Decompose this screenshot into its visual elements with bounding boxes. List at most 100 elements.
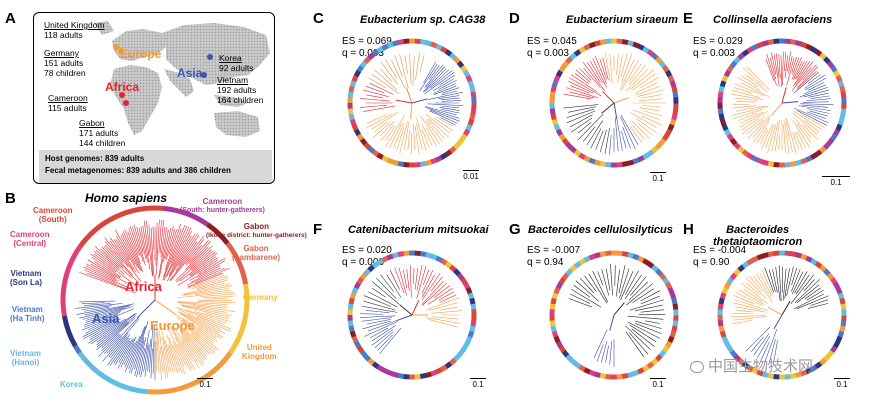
tree-stem — [602, 103, 614, 113]
sample-ring-segment — [585, 46, 591, 49]
tree-branch — [360, 105, 387, 107]
sample-ring-segment — [455, 270, 459, 274]
sample-ring-segment — [672, 293, 674, 299]
sample-ring-segment — [365, 270, 369, 274]
tree-branch — [413, 268, 414, 284]
label-gabon-lambarene: Gabon (Lambarene) — [232, 244, 280, 262]
sample-ring-segment — [622, 254, 628, 255]
sample-ring-segment — [829, 274, 833, 279]
tree-branch — [642, 105, 661, 107]
sample-ring-segment — [436, 258, 442, 261]
tree-branch — [153, 326, 154, 373]
scale-value: 0.1 — [822, 178, 850, 187]
sample-ring-segment — [842, 326, 843, 332]
tree-branch — [375, 332, 393, 348]
tree-branch — [442, 106, 459, 108]
sample-ring-segment — [743, 151, 748, 155]
sample-ring-segment — [404, 41, 410, 42]
tree-branch — [105, 245, 132, 275]
sample-ring-segment — [561, 278, 564, 283]
tree-branch — [797, 296, 828, 309]
tree-stem — [155, 300, 176, 314]
sample-ring-segment — [784, 376, 790, 377]
tree-stem — [768, 307, 782, 315]
sample-ring-segment — [605, 164, 611, 165]
tree-branch — [167, 335, 180, 372]
sample-ring-segment — [459, 274, 463, 279]
tree-stem — [406, 88, 412, 103]
sample-ring-segment — [840, 331, 842, 337]
tree-branch — [390, 270, 400, 290]
sample-ring-segment — [643, 260, 648, 263]
region-label-africa: Africa — [105, 80, 139, 94]
tree-stem — [400, 305, 412, 315]
sample-ring-segment — [720, 303, 721, 309]
tree-stem — [412, 99, 428, 103]
tree-branch — [82, 303, 105, 304]
tree-stem — [782, 87, 786, 103]
tree-branch — [368, 320, 397, 331]
sample-ring-segment — [468, 125, 470, 131]
sample-ring-segment — [450, 360, 455, 364]
tree-e — [716, 28, 848, 178]
label-vietnam-hanoi: Vietnam (Hanoi) — [10, 349, 41, 367]
sample-ring-segment — [768, 41, 774, 42]
sample-ring-segment — [835, 342, 838, 347]
panel-f-title: Catenibacterium mitsuokai — [348, 224, 489, 236]
sample-ring-segment — [361, 351, 365, 356]
sample-ring-segment — [773, 376, 779, 377]
tree-f — [346, 240, 478, 390]
sample-ring-segment — [758, 44, 764, 46]
tree-branch — [440, 307, 457, 310]
sample-ring-segment — [352, 119, 354, 125]
site-place: Cameroon — [48, 93, 88, 103]
sample-ring-segment — [816, 51, 821, 55]
tree-branch — [618, 55, 623, 82]
sample-ring-segment — [575, 151, 580, 155]
label-line: Kingdom — [242, 352, 277, 361]
sample-ring-segment — [743, 263, 748, 267]
sample-ring-segment — [825, 270, 829, 274]
sample-ring-segment — [553, 113, 554, 119]
scale-line — [463, 170, 479, 171]
tree-branch — [808, 303, 828, 308]
tree-branch — [803, 102, 829, 103]
sample-ring-segment — [600, 41, 606, 42]
sample-ring-segment — [768, 253, 774, 254]
sample-ring-segment — [571, 359, 576, 363]
sample-ring-segment — [657, 58, 661, 62]
sample-ring-segment — [473, 321, 474, 327]
panel-letter-h: H — [683, 221, 694, 238]
sample-ring-segment — [643, 48, 648, 51]
sample-ring-segment — [840, 81, 842, 87]
sample-ring-segment — [351, 325, 352, 331]
sample-ring-segment — [838, 125, 840, 131]
label-cameroon-central: Cameroon (Central) — [10, 230, 50, 248]
tree-branch — [749, 276, 762, 292]
sample-ring-segment — [628, 255, 634, 257]
label-line: (Son La) — [10, 278, 42, 287]
sample-ring-segment — [843, 321, 844, 327]
sample-ring-segment — [648, 151, 653, 155]
title-line: Bacteroides — [713, 224, 802, 236]
sample-ring-segment — [722, 119, 724, 125]
sample-ring-segment — [404, 253, 410, 254]
sample-ring-segment — [638, 46, 644, 49]
sample-ring-segment — [627, 374, 633, 376]
tree-branch — [415, 53, 419, 80]
sample-ring-segment — [465, 130, 468, 135]
sample-ring-segment — [377, 154, 382, 157]
sample-ring-segment — [726, 283, 729, 288]
tree-branch — [432, 317, 458, 319]
sample-ring-segment — [758, 256, 764, 258]
tree-branch — [197, 301, 235, 302]
sample-ring-segment — [835, 71, 838, 76]
sample-ring-segment — [351, 86, 352, 92]
sample-ring-segment — [825, 58, 829, 62]
sample-ring-segment — [661, 62, 665, 67]
watermark: 中国生物技术网 — [690, 355, 813, 376]
sample-ring-segment — [763, 42, 769, 44]
sample-ring-segment — [675, 109, 676, 115]
tree-branch — [635, 305, 663, 311]
sample-ring-segment — [720, 108, 721, 114]
